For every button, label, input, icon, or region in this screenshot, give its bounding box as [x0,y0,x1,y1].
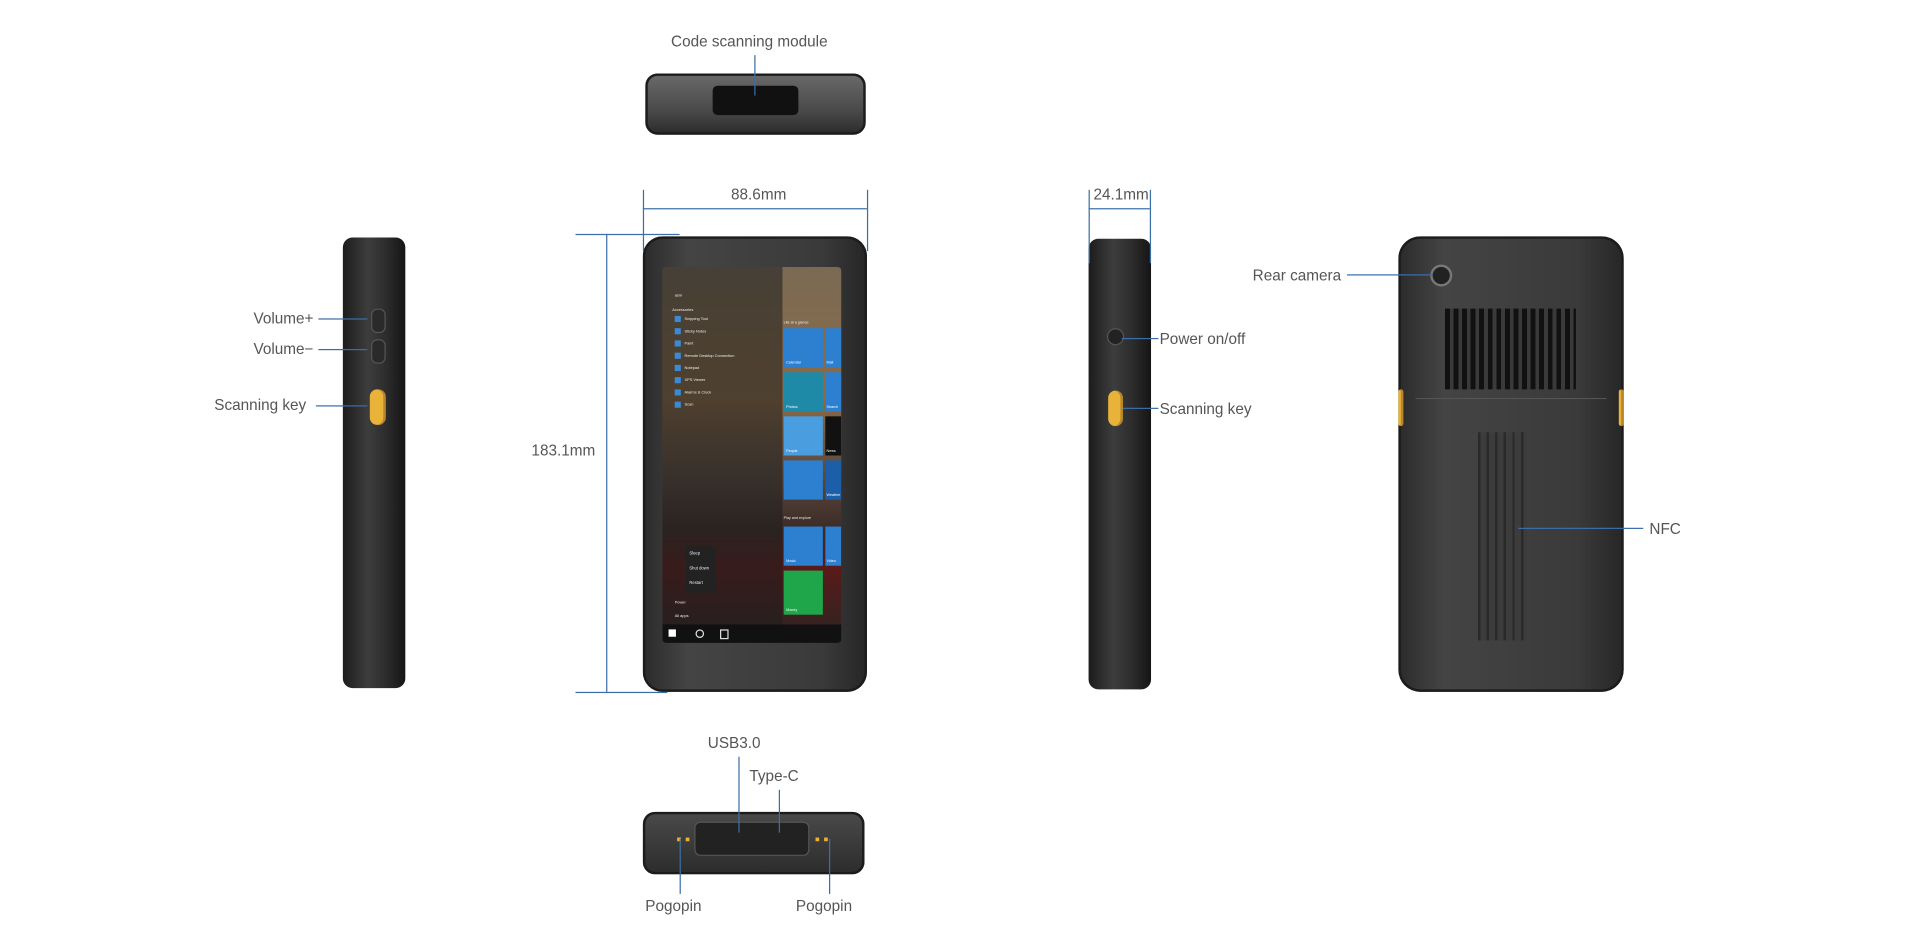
tile-money[interactable]: Money [783,570,823,615]
dimension-line [606,233,608,692]
label-volume-up: Volume+ [253,309,314,327]
leader-line [1346,274,1433,276]
search-icon[interactable] [695,629,705,638]
app-item[interactable]: Notepad [674,364,699,372]
dimension-line [642,208,867,210]
power-menu: Sleep Shut down Restart [685,546,716,593]
label-power: Power on/off [1159,330,1246,348]
tile-search[interactable]: Search [825,372,842,412]
nfc-area [1477,432,1527,641]
volume-up-button [371,308,386,334]
scanning-key-back-left [1398,389,1404,427]
leader-line [828,838,831,894]
tile-photos[interactable]: Photos [783,372,823,412]
tile-calendar[interactable]: Calendar [783,328,823,368]
dimension-line [866,189,869,252]
scanning-key-left [369,389,386,425]
speaker-grille [1444,308,1576,390]
start-menu: asm Accessories Snipping Tool Sticky Not… [662,266,783,625]
port-cover [694,821,810,856]
leader-line [778,789,781,833]
label-scanning-key-left: Scanning key [214,396,307,414]
screen: asm Accessories Snipping Tool Sticky Not… [662,266,842,643]
taskbar [662,624,842,643]
leader-line [738,756,740,833]
sleep-item[interactable]: Sleep [689,551,701,556]
pogopin-left [677,837,690,842]
shutdown-item[interactable]: Shut down [689,565,710,571]
label-pogopin-left: Pogopin [645,897,702,915]
label-volume-down: Volume− [253,340,314,358]
tile-music[interactable]: Music [783,526,823,566]
tile-store[interactable] [783,460,823,500]
app-item[interactable]: Sticky Notes [674,328,706,335]
tile-video[interactable]: Video [825,526,842,566]
tile-news[interactable]: News [825,416,842,456]
tile-weather[interactable]: Weather [825,460,842,500]
device-front-view: asm Accessories Snipping Tool Sticky Not… [642,236,867,692]
dimension-line [575,233,680,236]
device-right-side [1088,238,1152,690]
label-pogopin-right: Pogopin [795,897,853,915]
app-item[interactable]: XPS Viewer [674,377,705,384]
label-width: 88.6mm [731,186,787,204]
power-button[interactable]: Power [674,600,686,605]
dimension-line [642,189,645,252]
label-typec: Type-C [749,767,799,785]
leader-line [679,838,681,894]
device-left-side [342,237,406,689]
user-name: asm [674,292,683,298]
dimension-line [1149,189,1152,264]
app-item[interactable]: Alarms & Clock [674,389,711,396]
all-apps-button[interactable]: All apps [674,613,689,619]
dimension-line [1088,208,1150,210]
tile-people[interactable]: People [783,416,823,456]
volume-down-button [371,339,386,364]
label-code-scanning-module: Code scanning module [671,33,828,51]
rear-camera [1430,264,1453,287]
leader-line [1122,407,1159,409]
leader-line [318,318,368,320]
battery-cover [1415,397,1607,669]
leader-line [1121,337,1159,340]
section-label: Accessories [672,307,694,313]
app-item[interactable]: Snipping Tool [674,315,708,323]
leader-line [315,405,368,407]
device-back-view [1398,236,1624,692]
label-rear-camera: Rear camera [1252,266,1342,285]
label-depth: 24.1mm [1093,186,1149,204]
leader-line [754,55,756,96]
restart-item[interactable]: Restart [689,580,703,586]
app-item[interactable]: Paint [674,340,693,347]
device-bottom-view [642,811,865,875]
group-label: Play and explore [783,515,812,521]
label-height: 183.1mm [531,442,596,460]
label-nfc: NFC [1649,520,1681,538]
dimension-line [575,691,668,694]
scanning-key-back-right [1618,389,1624,427]
task-view-icon[interactable] [720,629,729,640]
leader-line [318,348,368,351]
scanning-key-right [1108,390,1123,427]
power-button [1106,328,1125,346]
windows-start-icon[interactable] [668,629,676,637]
label-scanning-key-right: Scanning key [1159,400,1252,418]
app-item[interactable]: Scan [674,401,693,408]
label-usb: USB3.0 [707,734,761,752]
dimension-line [1088,189,1090,264]
leader-line [1518,527,1644,529]
group-label: Life at a glance [783,319,809,325]
pogopin-right [815,837,828,842]
app-item[interactable]: Remote Desktop Connection [674,352,734,359]
tile-mail[interactable]: Mail [825,328,842,368]
